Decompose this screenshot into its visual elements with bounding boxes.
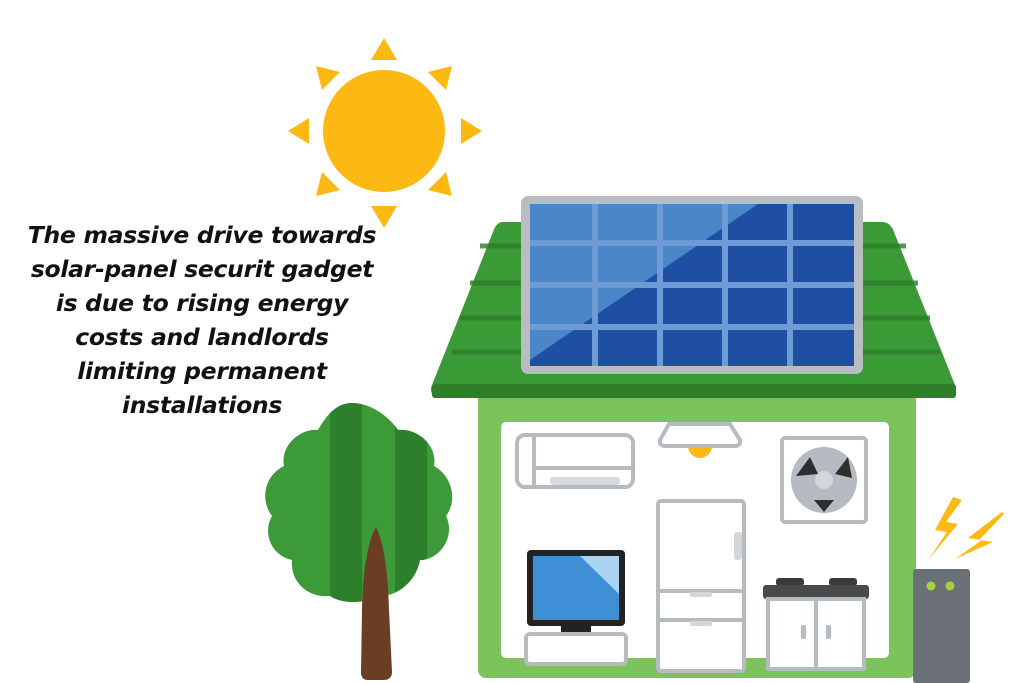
lightning-icon — [928, 497, 1004, 560]
caption-line-3: is due to rising energy — [55, 289, 349, 317]
trunk — [361, 527, 392, 680]
sun-icon — [288, 38, 482, 228]
caption-line-1: The massive drive towards — [27, 221, 377, 249]
caption-line-2: solar-panel securit gadget — [30, 255, 374, 283]
solar-panel-icon — [521, 196, 863, 374]
caption-text: The massive drive towards solar-panel se… — [22, 218, 382, 422]
ventilation-fan-icon — [780, 436, 868, 524]
refrigerator-icon — [656, 499, 746, 673]
stove-icon — [763, 578, 869, 671]
air-conditioner-icon — [515, 433, 635, 489]
tree-icon — [265, 403, 453, 680]
caption-line-5: limiting permanent — [77, 357, 327, 385]
ceiling-lamp-icon — [657, 422, 743, 458]
battery-icon — [913, 569, 970, 683]
caption-line-4: costs and landlords — [75, 323, 329, 351]
caption-line-6: installations — [121, 391, 283, 419]
television-icon — [524, 550, 628, 666]
